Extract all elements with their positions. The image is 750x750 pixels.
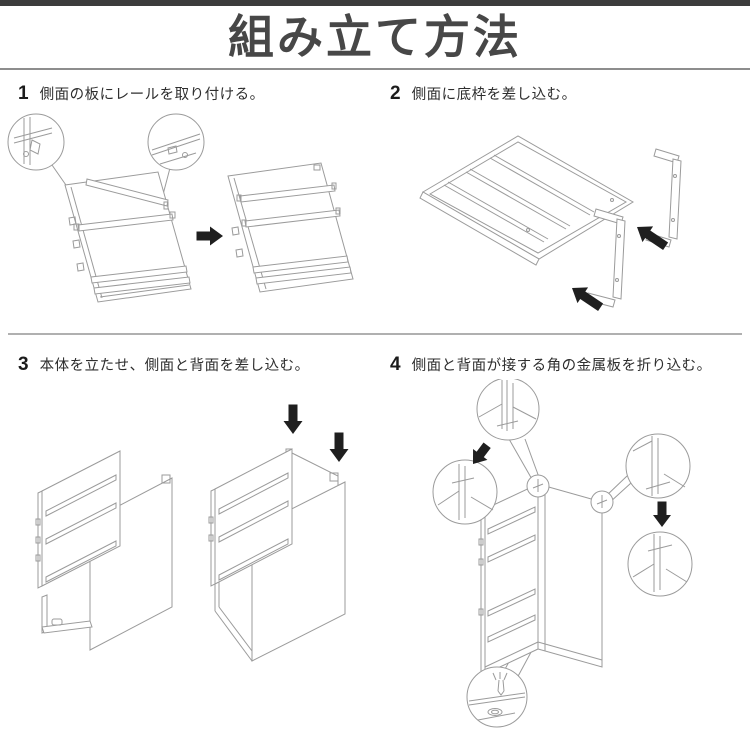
step-1-heading: 1 側面の板にレールを取り付ける。 <box>0 70 375 108</box>
magnifier-circle <box>476 379 540 441</box>
steps-grid: 1 側面の板にレールを取り付ける。 <box>0 70 750 748</box>
step-4-diagram <box>432 379 693 728</box>
step-2-section: 2 側面に底枠を差し込む。 <box>375 70 750 333</box>
step-3-heading: 3 本体を立たせ、側面と背面を差し込む。 <box>0 335 375 379</box>
step-4-heading: 4 側面と背面が接する角の金属板を折り込む。 <box>375 335 750 379</box>
page-title: 組み立て方法 <box>228 11 522 63</box>
row-separator-rule <box>8 333 742 335</box>
page-header: 組み立て方法 <box>0 6 750 70</box>
step-2-label: 側面に底枠を差し込む。 <box>411 87 577 103</box>
step-2-diagram <box>419 135 682 312</box>
step-1-label: 側面の板にレールを取り付ける。 <box>39 87 265 103</box>
bottom-frame-bracket <box>585 208 626 308</box>
step-3-section: 3 本体を立たせ、側面と背面を差し込む。 <box>0 335 375 748</box>
cabinet-standing <box>208 448 346 662</box>
step-3-label: 本体を立たせ、側面と背面を差し込む。 <box>39 358 310 374</box>
step-3-diagram <box>35 404 349 662</box>
arrow-down-icon <box>283 404 303 434</box>
arrow-right-icon <box>196 226 223 246</box>
step-2-number: 2 <box>390 83 401 104</box>
rail-floating <box>85 178 169 207</box>
arrow-up-left-icon <box>637 226 669 251</box>
cabinet <box>478 483 603 677</box>
step-4-label: 側面と背面が接する角の金属板を折り込む。 <box>411 358 712 374</box>
side-panel-flat <box>422 135 634 260</box>
step-2-heading: 2 側面に底枠を差し込む。 <box>375 70 750 108</box>
fastener-screw <box>492 672 508 696</box>
top-border-bar <box>0 0 750 6</box>
step-3-number: 3 <box>18 354 29 375</box>
arrow-down-icon <box>329 432 349 462</box>
step-4-number: 4 <box>390 354 401 375</box>
step-1-number: 1 <box>18 83 29 104</box>
arrow-up-left-icon <box>572 287 604 312</box>
arrow-down-icon <box>653 501 671 527</box>
step-4-section: 4 側面と背面が接する角の金属板を折り込む。 <box>375 335 750 748</box>
cabinet-partial <box>35 450 173 651</box>
arrow-down-left-icon <box>473 442 491 464</box>
step-1-diagram <box>7 113 354 303</box>
step-1-section: 1 側面の板にレールを取り付ける。 <box>0 70 375 333</box>
